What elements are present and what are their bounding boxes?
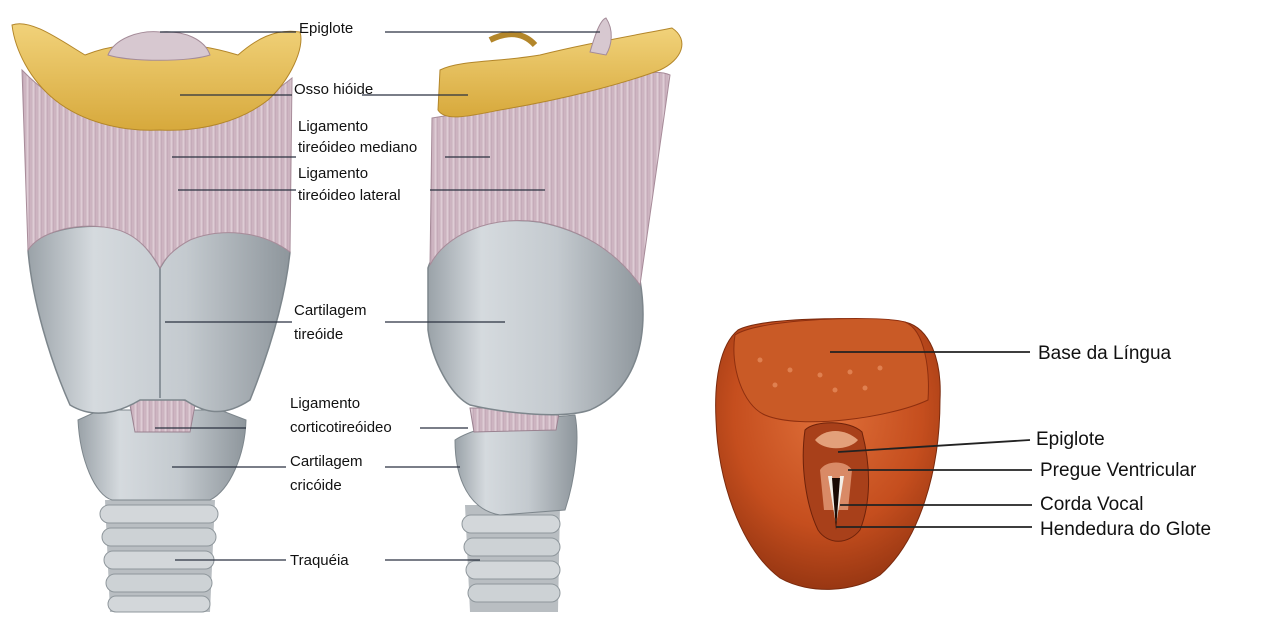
label-lig-corticotireoideo-line2: corticotireóideo <box>290 419 392 436</box>
label-corda-vocal: Corda Vocal <box>1040 494 1144 515</box>
right-labels: Base da Língua Epiglote Pregue Ventricul… <box>1036 343 1211 540</box>
label-lig-tireoideo-lateral-line2: tireóideo lateral <box>298 187 401 204</box>
tongue-larynx-view <box>716 318 941 589</box>
larynx-front-view <box>12 24 301 612</box>
left-labels: Epiglote Osso hióide Ligamento tireóideo… <box>290 20 417 569</box>
label-lig-tireoideo-lateral-line1: Ligamento <box>298 165 368 182</box>
label-lig-tireoideo-mediano-line2: tireóideo mediano <box>298 139 417 156</box>
label-hendedura-glote: Hendedura do Glote <box>1040 519 1211 540</box>
label-lig-tireoideo-mediano-line1: Ligamento <box>298 118 368 135</box>
trachea-side <box>462 505 560 612</box>
epiglottis-tip-side <box>590 18 611 55</box>
label-cartilagem-cricoide-line2: cricóide <box>290 477 342 494</box>
label-osso-hioide: Osso hióide <box>294 81 373 98</box>
label-prega-ventricular: Pregue Ventricular <box>1040 460 1197 481</box>
cricothyroid-ligament-front <box>130 398 195 433</box>
label-lig-corticotireoideo-line1: Ligamento <box>290 395 360 412</box>
epiglottis-tip-front <box>108 32 210 61</box>
label-cartilagem-cricoide-line1: Cartilagem <box>290 453 363 470</box>
tongue-base <box>734 318 929 421</box>
label-epiglote-right: Epiglote <box>1036 429 1105 450</box>
label-traqueia: Traquéia <box>290 552 349 569</box>
label-epiglote: Epiglote <box>299 20 353 37</box>
label-base-lingua: Base da Língua <box>1038 343 1172 364</box>
label-cartilagem-tireoide-line1: Cartilagem <box>294 302 367 319</box>
label-cartilagem-tireoide-line2: tireóide <box>294 326 343 343</box>
trachea-front <box>100 500 218 612</box>
larynx-side-view <box>428 18 682 612</box>
